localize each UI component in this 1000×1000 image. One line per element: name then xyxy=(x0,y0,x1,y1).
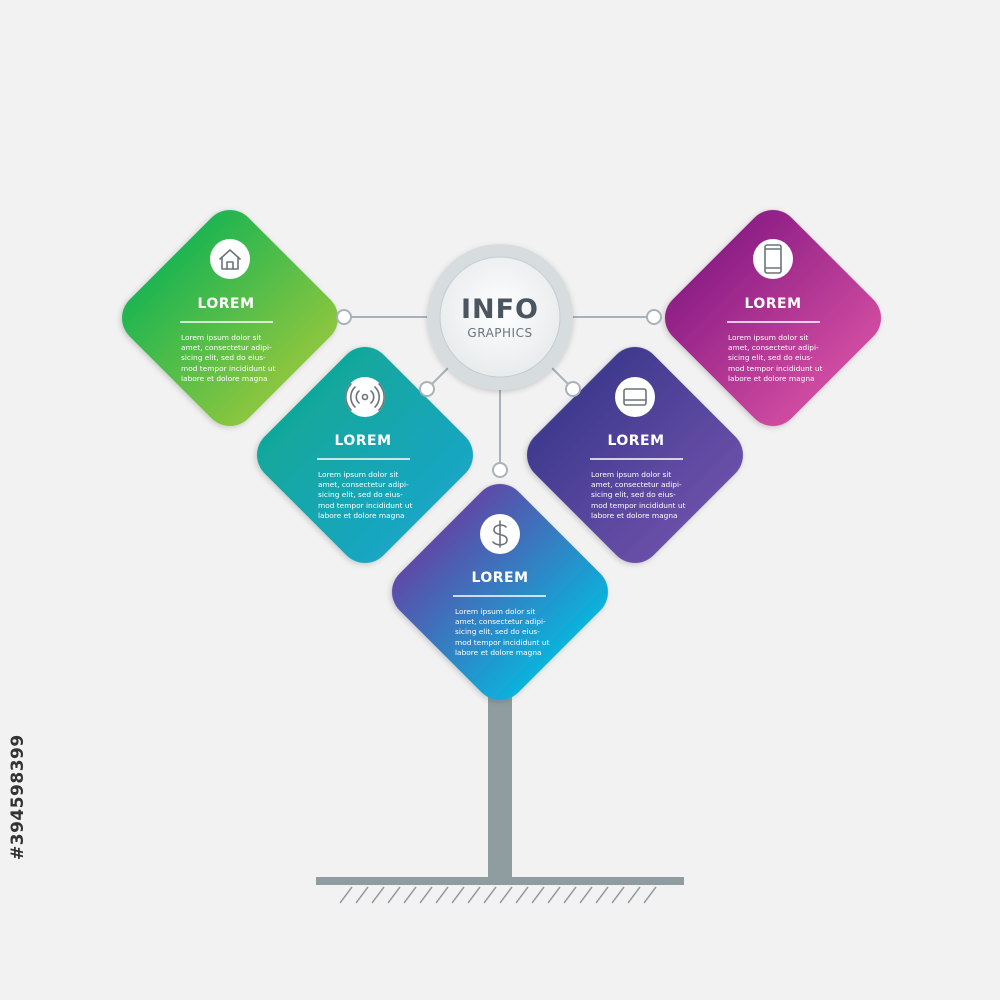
dollar-icon xyxy=(492,520,508,548)
center-title: INFO xyxy=(460,294,540,325)
connector-nodes xyxy=(336,309,662,478)
credit-card-icon xyxy=(623,388,647,406)
card-card-text: Lorem ipsum dolor sit amet, consectetur … xyxy=(591,470,686,520)
card-phone-title: LOREM xyxy=(744,296,802,312)
card-money-text: Lorem ipsum dolor sit amet, consectetur … xyxy=(455,607,550,657)
wireless-signal-icon xyxy=(345,383,385,411)
smartphone-icon xyxy=(764,244,782,274)
center-circle xyxy=(427,244,573,390)
card-home-shape xyxy=(121,209,339,427)
ground-hatching xyxy=(339,886,657,904)
stock-id-label: #394598399 xyxy=(8,734,28,860)
card-phone-shape xyxy=(664,209,882,427)
card-money-title: LOREM xyxy=(471,570,529,586)
center-subtitle: GRAPHICS xyxy=(467,326,533,340)
card-home-title: LOREM xyxy=(197,296,255,312)
card-phone-text: Lorem ipsum dolor sit amet, consectetur … xyxy=(728,333,823,383)
house-icon xyxy=(219,249,241,270)
card-signal-title: LOREM xyxy=(334,433,392,449)
card-money-shape xyxy=(391,483,609,701)
title-underlines xyxy=(180,321,820,597)
card-card-title: LOREM xyxy=(607,433,665,449)
card-signal-text: Lorem ipsum dolor sit amet, consectetur … xyxy=(318,470,413,520)
card-card-shape xyxy=(526,346,744,564)
card-home-text: Lorem ipsum dolor sit amet, consectetur … xyxy=(181,333,276,383)
card-signal-shape xyxy=(256,346,474,564)
tree-stem xyxy=(316,690,684,904)
